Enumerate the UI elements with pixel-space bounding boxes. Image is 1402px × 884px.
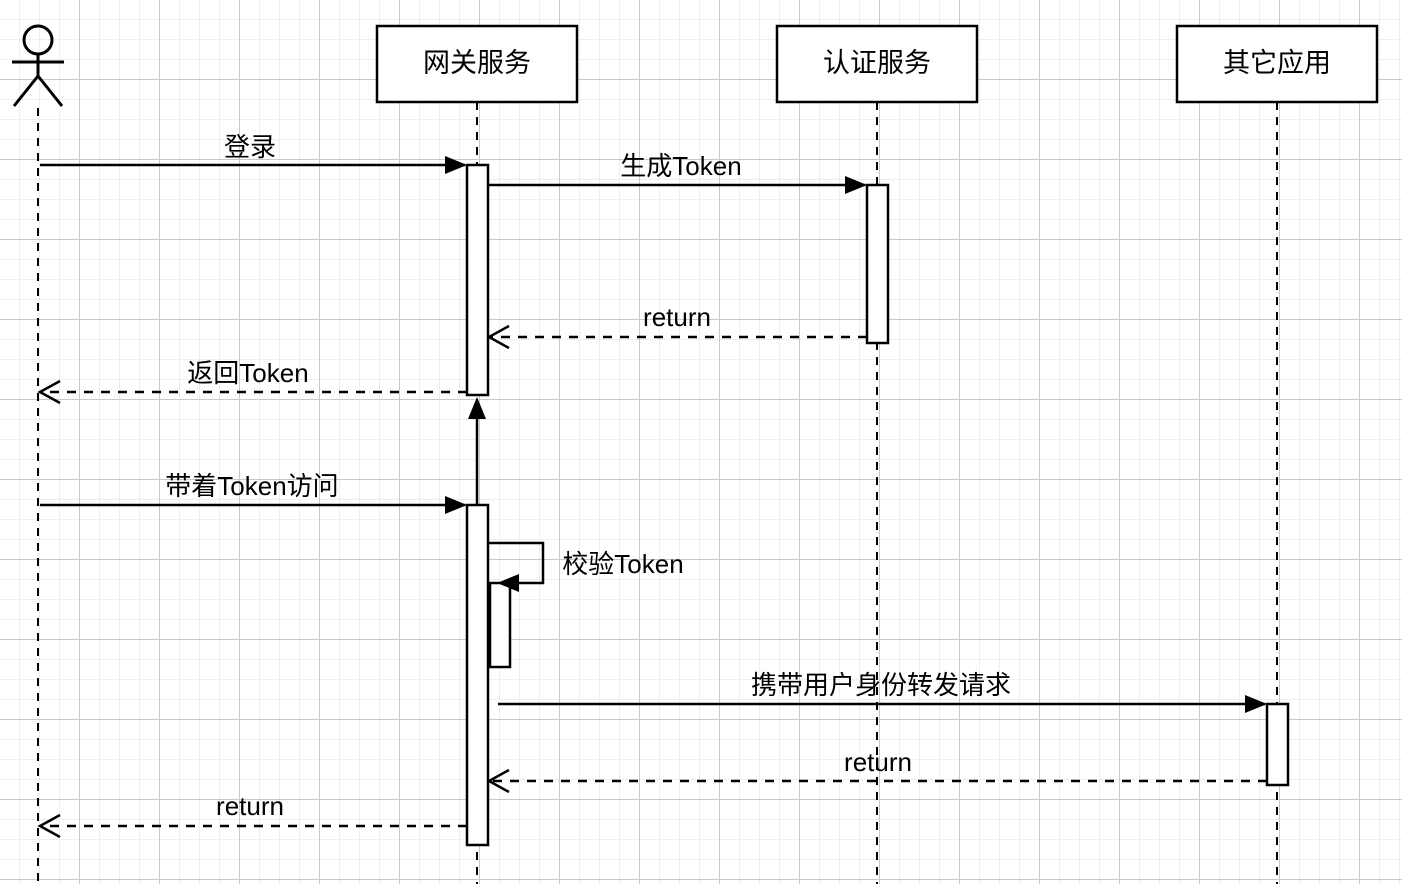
message-msg-9[interactable]: return bbox=[486, 747, 1267, 794]
message-label-msg-1: 登录 bbox=[224, 132, 276, 162]
participant-label-gateway: 网关服务 bbox=[423, 48, 531, 78]
actor-leg-right-icon bbox=[36, 75, 64, 107]
participant-gateway[interactable]: 网关服务 bbox=[375, 24, 579, 104]
arrowhead-open bbox=[486, 324, 510, 350]
message-msg-1[interactable]: 登录 bbox=[40, 132, 467, 174]
message-msg-3[interactable]: return bbox=[486, 302, 867, 350]
participant-otherapp[interactable]: 其它应用 bbox=[1175, 24, 1379, 104]
arrowhead-open bbox=[486, 768, 510, 794]
arrowhead-open bbox=[37, 813, 61, 839]
participant-box-otherapp[interactable] bbox=[1175, 24, 1379, 104]
message-msg-5[interactable] bbox=[468, 397, 486, 505]
participant-auth[interactable]: 认证服务 bbox=[775, 24, 979, 104]
activation-bar-otherapp bbox=[1265, 702, 1290, 787]
participant-label-auth: 认证服务 bbox=[823, 48, 931, 78]
participant-label-otherapp: 其它应用 bbox=[1223, 48, 1331, 78]
actor-leg-left-icon bbox=[12, 75, 40, 107]
arrowhead-filled bbox=[497, 574, 519, 592]
participant-box-auth[interactable] bbox=[775, 24, 979, 104]
arrowhead-open bbox=[37, 379, 61, 405]
message-label-msg-10: return bbox=[216, 791, 284, 821]
message-msg-4[interactable]: 返回Token bbox=[37, 358, 467, 405]
message-label-msg-6: 带着Token访问 bbox=[165, 471, 338, 501]
message-path-self bbox=[488, 541, 545, 585]
arrowhead-filled bbox=[845, 176, 867, 194]
activation-bar-gateway bbox=[465, 503, 490, 847]
arrowhead-filled bbox=[445, 156, 467, 174]
message-msg-6[interactable]: 带着Token访问 bbox=[40, 471, 467, 514]
message-label-msg-2: 生成Token bbox=[620, 151, 741, 181]
message-label-msg-3: return bbox=[643, 302, 711, 332]
message-label-msg-9: return bbox=[844, 747, 912, 777]
participant-box-gateway[interactable] bbox=[375, 24, 579, 104]
stick-figure-actor-icon bbox=[12, 24, 64, 107]
message-msg-10[interactable]: return bbox=[37, 791, 467, 839]
message-label-msg-8: 携带用户身份转发请求 bbox=[751, 670, 1011, 700]
message-msg-8[interactable]: 携带用户身份转发请求 bbox=[498, 670, 1267, 713]
activation-bar-gateway bbox=[465, 163, 490, 397]
message-msg-2[interactable]: 生成Token bbox=[488, 151, 867, 194]
arrowhead-filled bbox=[468, 397, 486, 419]
arrowhead-filled bbox=[445, 496, 467, 514]
activation-bar-auth bbox=[865, 183, 890, 345]
activation-bar-gateway bbox=[488, 581, 512, 669]
message-label-msg-4: 返回Token bbox=[187, 358, 308, 388]
arrowhead-filled bbox=[1245, 695, 1267, 713]
actor-head-icon bbox=[22, 24, 54, 56]
activations-layer bbox=[465, 163, 1290, 847]
message-label-msg-7: 校验Token bbox=[562, 549, 683, 579]
message-msg-7[interactable]: 校验Token bbox=[488, 541, 684, 592]
